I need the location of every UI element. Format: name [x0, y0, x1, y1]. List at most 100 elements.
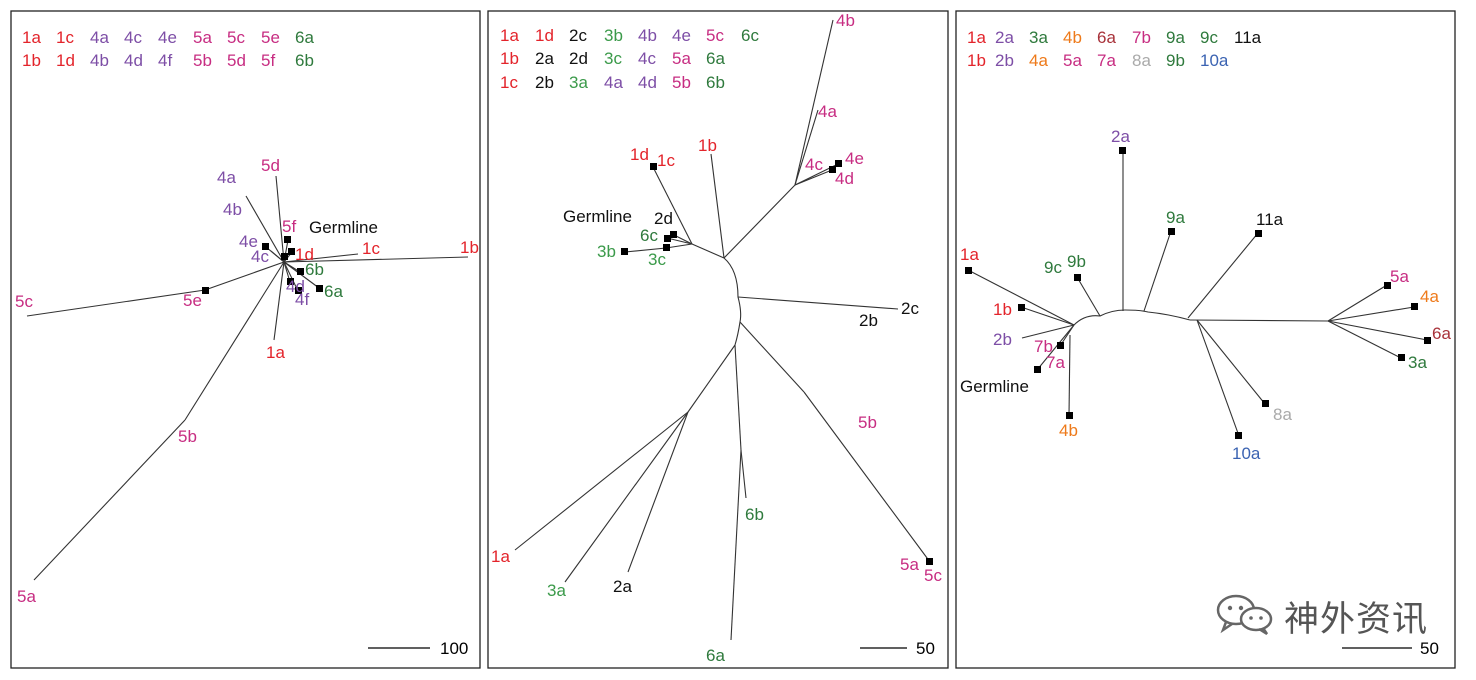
edge	[184, 261, 285, 421]
edge	[627, 411, 689, 573]
leaf-label: 1d	[630, 145, 649, 164]
edge	[734, 344, 742, 451]
tree-node	[1119, 147, 1126, 154]
edge	[1327, 306, 1415, 322]
panel-3-tree-labels: 2a 9a 11a 1a 9c 9b 1b 2b 7b 7a 4b 5a 4a …	[960, 127, 1451, 463]
legend-item: 8a	[1132, 51, 1151, 70]
edge	[245, 195, 285, 263]
tree-node	[1262, 400, 1269, 407]
leaf-label: 4a	[217, 168, 236, 187]
wechat-icon	[1216, 594, 1273, 636]
legend-item: 2b	[535, 73, 554, 92]
tree-node	[1168, 228, 1175, 235]
legend-item: 2d	[569, 49, 588, 68]
tree-node	[829, 166, 836, 173]
edge	[1189, 319, 1329, 322]
panel-2-tree-nodes	[621, 160, 933, 565]
leaf-label: 3a	[1408, 353, 1427, 372]
legend-item: 3a	[569, 73, 588, 92]
legend-item: 4d	[124, 51, 143, 70]
legend-item: 6a	[1097, 28, 1116, 47]
edge	[1073, 309, 1191, 326]
edge	[33, 419, 186, 581]
leaf-label: 8a	[1273, 405, 1292, 424]
leaf-label: 5a	[1390, 267, 1409, 286]
edge	[652, 166, 693, 245]
edge	[691, 243, 725, 259]
scale-bar-label: 50	[916, 639, 935, 658]
legend-item: 6a	[706, 49, 725, 68]
edge	[1187, 232, 1259, 319]
tree-node	[664, 235, 671, 242]
leaf-label: 5c	[15, 292, 33, 311]
tree-node	[650, 163, 657, 170]
leaf-label: 9a	[1166, 208, 1185, 227]
tree-node	[1255, 230, 1262, 237]
legend-item: 1a	[500, 26, 519, 45]
edge	[1068, 334, 1071, 417]
watermark-text: 神外资讯	[1284, 600, 1429, 640]
legend-item: 3b	[604, 26, 623, 45]
legend-item: 1a	[967, 28, 986, 47]
panel-1-legend: 1a 1c 4a 4c 4e 5a 5c 5e 6a 1b 1d 4b 4d 4…	[22, 28, 314, 70]
edge	[564, 411, 689, 583]
leaf-label: 9c	[1044, 258, 1062, 277]
legend-item: 4c	[124, 28, 142, 47]
tree-node	[297, 268, 304, 275]
legend-item: 9a	[1166, 28, 1185, 47]
legend-item: 4b	[1063, 28, 1082, 47]
legend-item: 9b	[1166, 51, 1185, 70]
legend-item: 5a	[193, 28, 212, 47]
legend-item: 1c	[56, 28, 74, 47]
leaf-label: 4e	[845, 149, 864, 168]
edge	[1036, 324, 1075, 371]
legend-item: 1d	[535, 26, 554, 45]
legend-item: 2c	[569, 26, 587, 45]
legend-item: 5a	[1063, 51, 1082, 70]
leaf-label: 7a	[1046, 353, 1065, 372]
leaf-label: 2a	[1111, 127, 1130, 146]
edge	[1021, 324, 1075, 339]
edge	[275, 175, 285, 263]
tree-node	[1018, 304, 1025, 311]
leaf-label: 3a	[547, 581, 566, 600]
edge	[283, 256, 469, 263]
tree-node	[1057, 342, 1064, 349]
legend-item: 5e	[261, 28, 280, 47]
legend-item: 6a	[295, 28, 314, 47]
legend-item: 3c	[604, 49, 622, 68]
edge	[273, 261, 285, 341]
legend-item: 5c	[227, 28, 245, 47]
scale-bar-label: 100	[440, 639, 468, 658]
legend-item: 6b	[706, 73, 725, 92]
panel-2-legend: 1a 1d 2c 3b 4b 4e 5c 6c 1b 2a 2d 3c 4c 5…	[500, 26, 759, 92]
edge	[803, 391, 931, 563]
edge	[1327, 284, 1388, 322]
panel-1-frame	[10, 10, 481, 669]
leaf-label: 1c	[362, 239, 380, 258]
edge	[794, 109, 819, 186]
panel-2-tree-edges	[514, 19, 931, 641]
leaf-label: 5b	[858, 413, 877, 432]
tree-node	[202, 287, 209, 294]
edge	[1327, 320, 1428, 341]
panel-2-tree-labels: 4b 4a 4c 4e 4d 1d 1c 1b 2d 6c 3b 3c 2c 2…	[491, 11, 942, 665]
panel-3-tree-edges	[967, 150, 1428, 437]
legend-item: 9c	[1200, 28, 1218, 47]
edge	[739, 321, 805, 393]
tree-node	[926, 558, 933, 565]
panel-3-tree-nodes	[965, 147, 1431, 439]
edge	[283, 261, 299, 292]
leaf-label: 2b	[859, 311, 878, 330]
edge	[1196, 319, 1266, 405]
legend-item: 3a	[1029, 28, 1048, 47]
leaf-label: 9b	[1067, 252, 1086, 271]
legend-item: 4e	[158, 28, 177, 47]
tree-node	[287, 278, 294, 285]
edge	[283, 253, 359, 263]
leaf-label: 4b	[836, 11, 855, 30]
legend-item: 5d	[227, 51, 246, 70]
legend-item: 1b	[22, 51, 41, 70]
edge	[665, 243, 693, 249]
